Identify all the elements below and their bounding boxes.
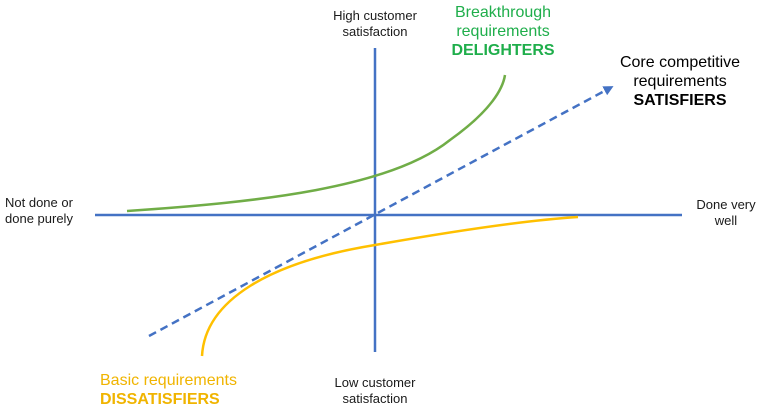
- axis-label-bottom-line2: satisfaction: [342, 390, 408, 406]
- dissatisfiers-line1: Basic requirements: [100, 372, 237, 389]
- satisfiers-line2: requirements: [633, 73, 727, 91]
- axis-label-top-line2: satisfaction: [342, 23, 408, 39]
- axis-label-right-line1: Done very: [696, 197, 756, 212]
- delighters-name: DELIGHTERS: [451, 42, 555, 60]
- axis-label-top: High customer satisfaction: [318, 8, 432, 39]
- dissatisfiers-label: Basic requirements DISSATISFIERS: [100, 371, 237, 409]
- dissatisfiers-curve: [200, 215, 579, 357]
- delighters-label: Breakthrough requirements DELIGHTERS: [428, 3, 578, 61]
- axis-label-left-line2: done purely: [5, 210, 73, 226]
- axis-label-top-line1: High customer: [333, 8, 417, 23]
- axis-label-left-line1: Not done or: [5, 195, 73, 210]
- satisfiers-line: [148, 86, 614, 338]
- delighters-line2: requirements: [456, 23, 550, 41]
- axis-label-left: Not done or done purely: [5, 195, 73, 226]
- dissatisfiers-name: DISSATISFIERS: [100, 391, 220, 409]
- satisfiers-line1: Core competitive: [619, 54, 741, 71]
- delighters-line1: Breakthrough: [454, 4, 552, 21]
- axis-label-right-line2: well: [714, 212, 738, 228]
- delighters-curve: [126, 74, 507, 213]
- axis-label-right: Done very well: [690, 197, 762, 228]
- axis-label-bottom-line1: Low customer: [334, 375, 416, 390]
- satisfiers-label: Core competitive requirements SATISFIERS: [600, 53, 760, 111]
- satisfiers-name: SATISFIERS: [633, 92, 727, 110]
- axis-label-bottom: Low customer satisfaction: [318, 375, 432, 406]
